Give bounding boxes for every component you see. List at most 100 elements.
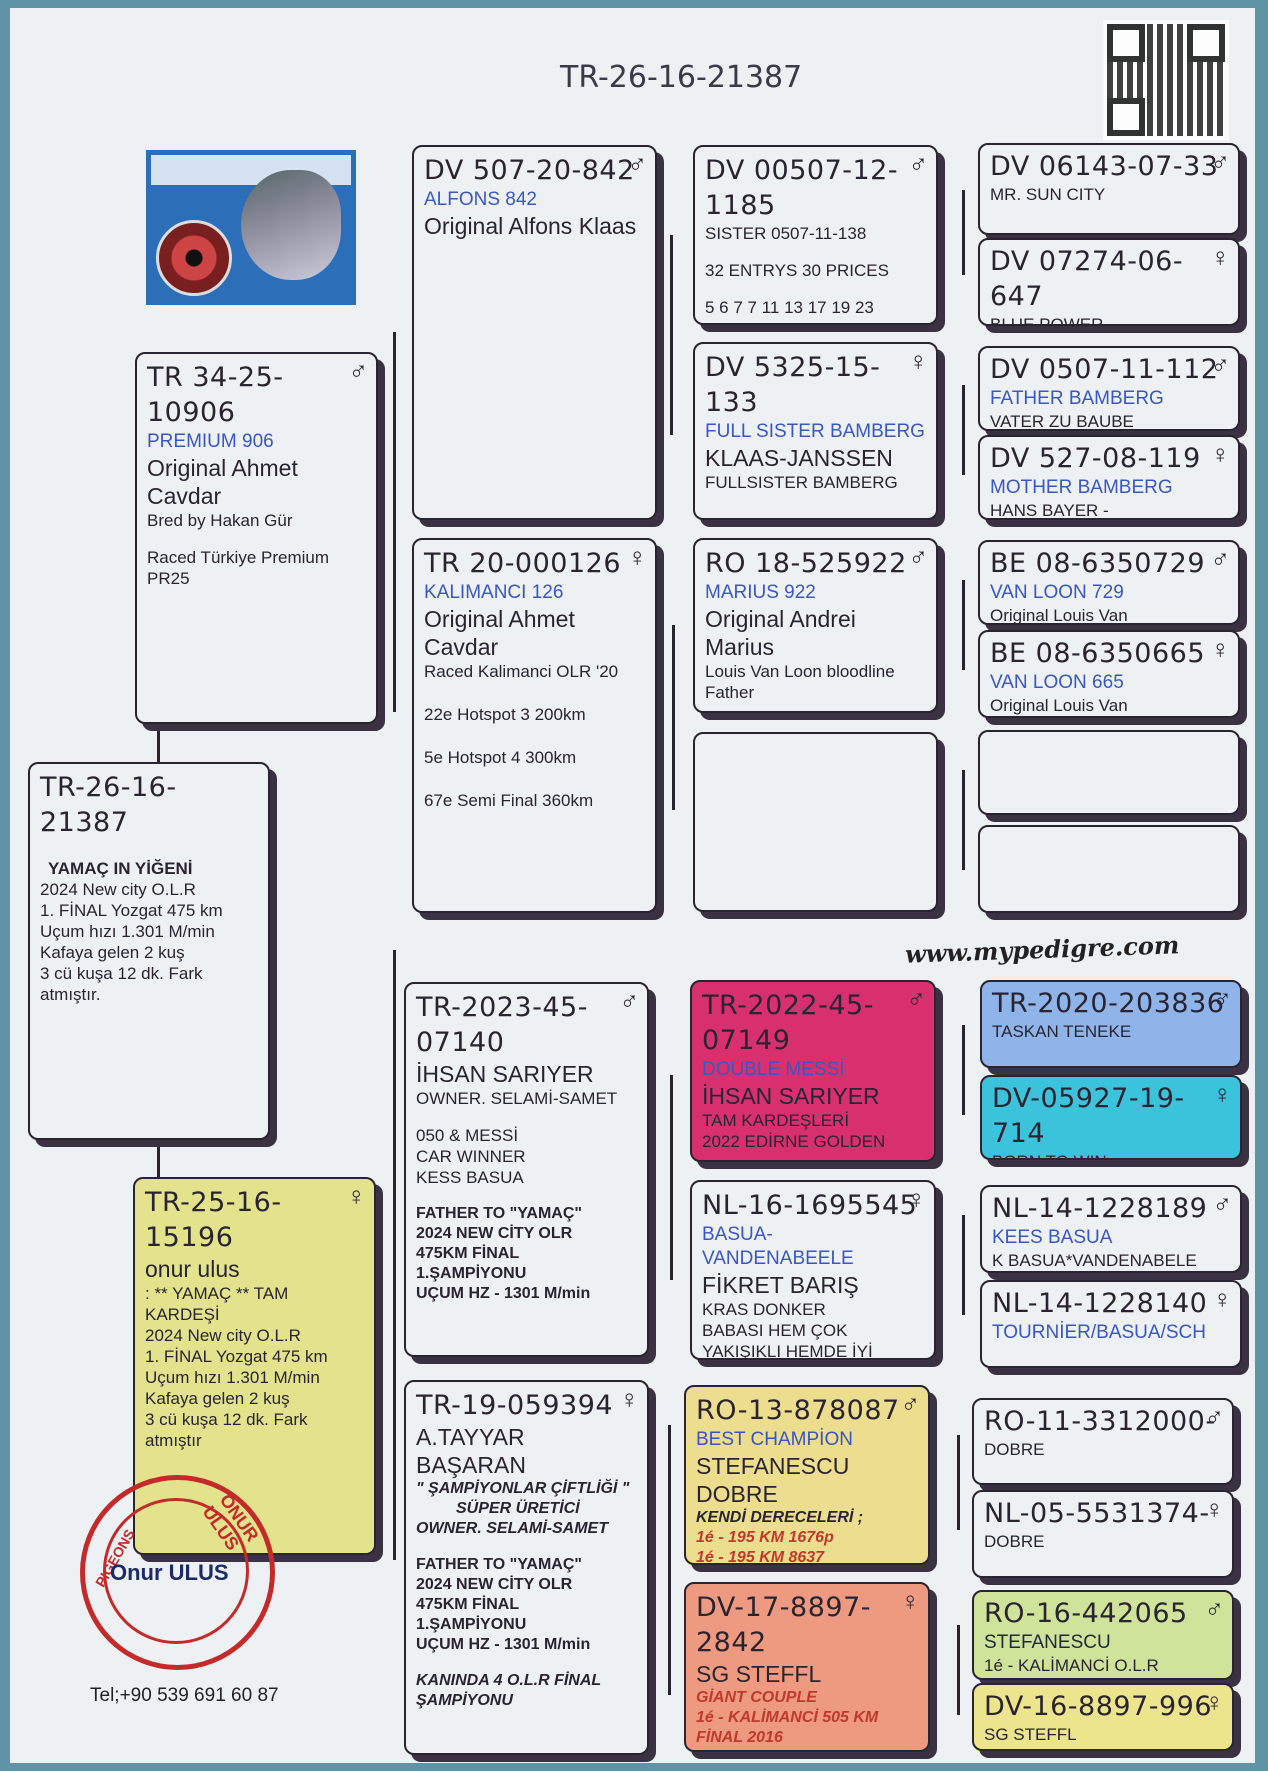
- dss-card[interactable]: ♂ TR-2022-45-07149 DOUBLE MESSİ İHSAN SA…: [690, 980, 936, 1162]
- note-line: 050 & MESSİ: [416, 1126, 519, 1145]
- ring-number: NL-16-1695545: [702, 1190, 918, 1221]
- female-icon: ♀: [627, 542, 648, 572]
- dsd-card[interactable]: ♀ NL-16-1695545 BASUA-VANDENABEELE FİKRE…: [690, 1180, 936, 1360]
- female-icon: ♀: [1204, 1687, 1225, 1717]
- result-line: 1é - KALİMANCİ 505 KM: [696, 1709, 879, 1726]
- note-line: 67e Semi Final 360km: [424, 791, 594, 810]
- ancestor-card[interactable]: ♂RO-11-3312000-DOBRE: [972, 1398, 1234, 1485]
- note-line: Bred by Hakan Gür: [147, 511, 293, 530]
- ring-number: RO-11-3312000-: [984, 1406, 1216, 1437]
- note-line: 2022 EDİRNE GOLDEN: [702, 1132, 886, 1151]
- dds-card[interactable]: ♂ RO-13-878087 BEST CHAMPİON STEFANESCU …: [684, 1385, 930, 1565]
- ssd-card[interactable]: ♀ DV 5325-15-133 FULL SISTER BAMBERG KLA…: [693, 342, 938, 520]
- dam-dam-card[interactable]: ♀ TR-19-059394 A.TAYYAR BAŞARAN " ŞAMPİY…: [404, 1380, 649, 1755]
- breeder-name: onur ulus: [145, 1256, 240, 1282]
- note-line: UÇUM HZ - 1301 M/min: [416, 1636, 591, 1653]
- breeder-name: A.TAYYAR BAŞARAN: [416, 1424, 526, 1478]
- note-line: 1. FİNAL Yozgat 475 km: [40, 901, 223, 920]
- ring-number: DV 507-20-842: [424, 155, 635, 186]
- note-line: BORN TO WIN: [992, 1151, 1230, 1158]
- ring-number: DV 06143-07-33: [990, 151, 1219, 182]
- connector: [670, 1075, 673, 1280]
- note-line: YAKIŞIKLI HEMDE İYİ: [702, 1342, 873, 1360]
- note-line: 5e Hotspot 4 300km: [424, 748, 577, 767]
- qr-code[interactable]: [1103, 20, 1229, 140]
- connector: [962, 1215, 965, 1315]
- note-line: KESS BASUA: [416, 1168, 524, 1187]
- connector: [393, 332, 396, 712]
- note-line: Original Louis Van: [990, 696, 1128, 715]
- bird-nickname: DOUBLE MESSİ: [702, 1059, 845, 1080]
- note-line: Uçum hızı 1.301 M/min: [40, 922, 215, 941]
- note-line: BLUE POWER: [990, 315, 1104, 326]
- note-line: FATHER TO "YAMAÇ": [416, 1556, 582, 1573]
- connector: [157, 725, 160, 765]
- ring-number: NL-05-5531374-: [984, 1498, 1210, 1529]
- breeder-name: Original Alfons Klaas: [424, 213, 637, 239]
- ddd-card[interactable]: ♀ DV-17-8897-2842 SG STEFFL GİANT COUPLE…: [684, 1582, 930, 1752]
- bird-nickname: VAN LOON 729: [990, 582, 1124, 603]
- connector: [962, 190, 965, 275]
- ring-number: TR-2023-45-07140: [416, 992, 588, 1058]
- ring-number: DV 5325-15-133: [705, 352, 881, 418]
- connector: [962, 1025, 965, 1115]
- dam-sire-card[interactable]: ♂ TR-2023-45-07140 İHSAN SARIYER OWNER. …: [404, 982, 649, 1357]
- breeder-name: Original Ahmet Cavdar: [424, 606, 575, 660]
- ancestor-card[interactable]: ♀DV-05927-19-714BORN TO WIN: [980, 1075, 1242, 1160]
- male-icon: ♂: [1210, 147, 1231, 177]
- note-line: Original Louis Van: [990, 606, 1128, 625]
- sire-sire-card[interactable]: ♂ DV 507-20-842 ALFONS 842 Original Alfo…: [412, 145, 657, 520]
- note-line: DOBRE: [984, 1532, 1045, 1551]
- breeder-name: SG STEFFL: [696, 1661, 822, 1687]
- male-icon: ♂: [900, 1389, 921, 1419]
- ancestor-card[interactable]: ♀NL-05-5531374- DOBRE: [972, 1490, 1234, 1578]
- ring-number: TR-2020-203836: [992, 988, 1225, 1019]
- note-line: SG STEFFL: [984, 1725, 1077, 1744]
- male-icon: ♂: [906, 984, 927, 1014]
- note-line: DOBRE: [984, 1440, 1045, 1459]
- connector: [157, 1125, 160, 1180]
- female-icon: ♀: [900, 1586, 921, 1616]
- note-line: 2024 New city O.L.R: [145, 1326, 301, 1345]
- female-icon: ♀: [1204, 1494, 1225, 1524]
- male-icon: ♂: [1212, 984, 1233, 1014]
- male-icon: ♂: [1210, 544, 1231, 574]
- ring-number: DV 0507-11-112: [990, 354, 1219, 385]
- owner-line: OWNER. SELAMİ-SAMET: [416, 1089, 618, 1108]
- ring-number: TR 20-000126: [424, 548, 622, 579]
- sds-card[interactable]: ♂ RO 18-525922 MARIUS 922 Original Andre…: [693, 538, 938, 713]
- note-line: 475KM FİNAL: [416, 1596, 520, 1613]
- note-line: 475KM FİNAL: [416, 1245, 520, 1262]
- ring-number: TR 34-25-10906: [147, 362, 284, 428]
- note-line: CAR WINNER: [416, 1147, 526, 1166]
- subject-card[interactable]: TR-26-16-21387 YAMAÇ IN YİĞENİ 2024 New …: [28, 762, 270, 1140]
- breeder-name: KLAAS-JANSSEN: [705, 445, 893, 471]
- sire-card[interactable]: ♂ TR 34-25-10906 PREMIUM 906 Original Ah…: [135, 352, 378, 724]
- sire-dam-card[interactable]: ♀ TR 20-000126 KALIMANCI 126 Original Ah…: [412, 538, 657, 913]
- breeder-name: FİKRET BARIŞ: [702, 1272, 859, 1298]
- result-line: 1é - 195 KM 8637: [696, 1549, 825, 1565]
- note-line: KANINDA 4 O.L.R FİNAL ŞAMPİYONU: [416, 1672, 601, 1709]
- note-line: UÇUM HZ - 1301 M/min: [416, 1285, 591, 1302]
- note-line: Kafaya gelen 2 kuş: [145, 1389, 290, 1408]
- pedigree-title: TR-26-16-21387: [560, 60, 803, 95]
- eye-image: [156, 220, 232, 296]
- sss-card[interactable]: ♂ DV 00507-12-1185 SISTER 0507-11-138 32…: [693, 145, 938, 325]
- ancestor-card-empty[interactable]: [978, 825, 1240, 913]
- note-line: FATHER TO "YAMAÇ": [416, 1205, 582, 1222]
- sdd-card-empty[interactable]: [693, 732, 938, 912]
- ancestor-card-empty[interactable]: [978, 730, 1240, 815]
- breeder-name: STEFANESCU DOBRE: [696, 1453, 850, 1507]
- bird-nickname: MARIUS 922: [705, 582, 816, 603]
